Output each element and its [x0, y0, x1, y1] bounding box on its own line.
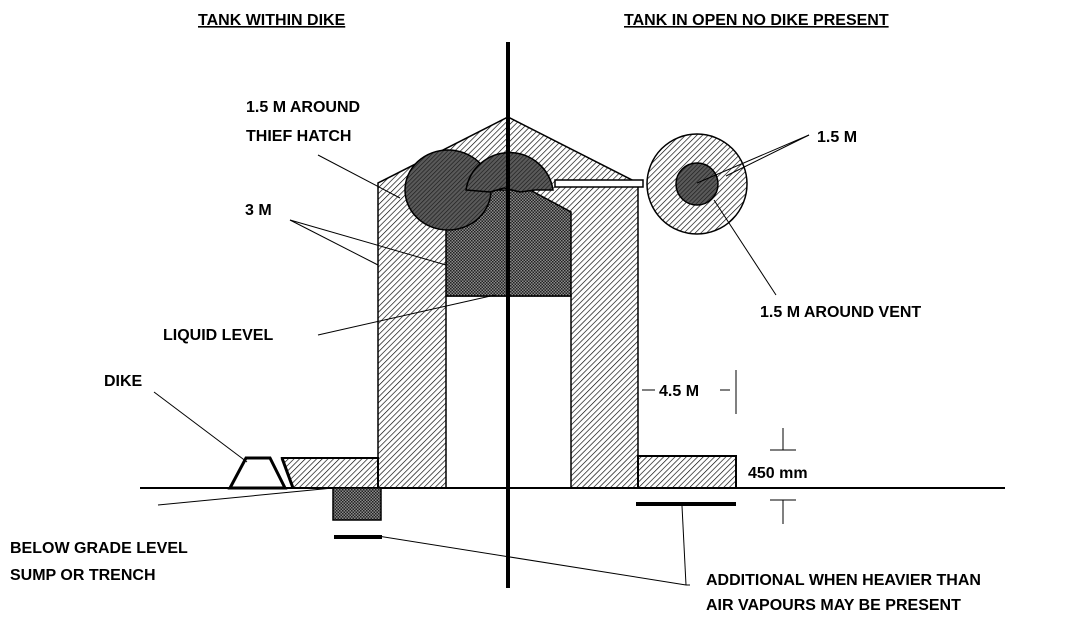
- sump-zone: [332, 487, 382, 521]
- additional-label-line1: ADDITIONAL WHEN HEAVIER THAN: [706, 572, 981, 589]
- three-m-label: 3 M: [245, 202, 272, 219]
- liquid-level-label: LIQUID LEVEL: [163, 327, 273, 344]
- header-tank-in-open: TANK IN OPEN NO DIKE PRESENT: [624, 12, 889, 29]
- additional-label-line2: AIR VAPOURS MAY BE PRESENT: [706, 597, 961, 614]
- vent-1-5m-label: 1.5 M: [817, 129, 857, 146]
- around-vent-label: 1.5 M AROUND VENT: [760, 304, 921, 321]
- below-grade-label-line1: BELOW GRADE LEVEL: [10, 540, 188, 557]
- vent-zone-inner: [675, 162, 719, 206]
- dike-area-zone: [280, 457, 379, 489]
- leader-lines: [153, 134, 810, 586]
- thief-hatch-label-line2: THIEF HATCH: [246, 128, 351, 145]
- open-grade-zone: [637, 455, 737, 489]
- dike-shape: [227, 456, 288, 490]
- four-fifty-mm-label: 450 mm: [748, 465, 808, 482]
- below-grade-label-line2: SUMP OR TRENCH: [10, 567, 156, 584]
- vent-pipe: [554, 179, 644, 188]
- thief-hatch-label-line1: 1.5 M AROUND: [246, 99, 360, 116]
- four-five-m-label: 4.5 M: [659, 383, 699, 400]
- header-tank-within-dike: TANK WITHIN DIKE: [198, 12, 346, 29]
- dike-label: DIKE: [104, 373, 143, 390]
- dike-area-edge: [280, 457, 295, 489]
